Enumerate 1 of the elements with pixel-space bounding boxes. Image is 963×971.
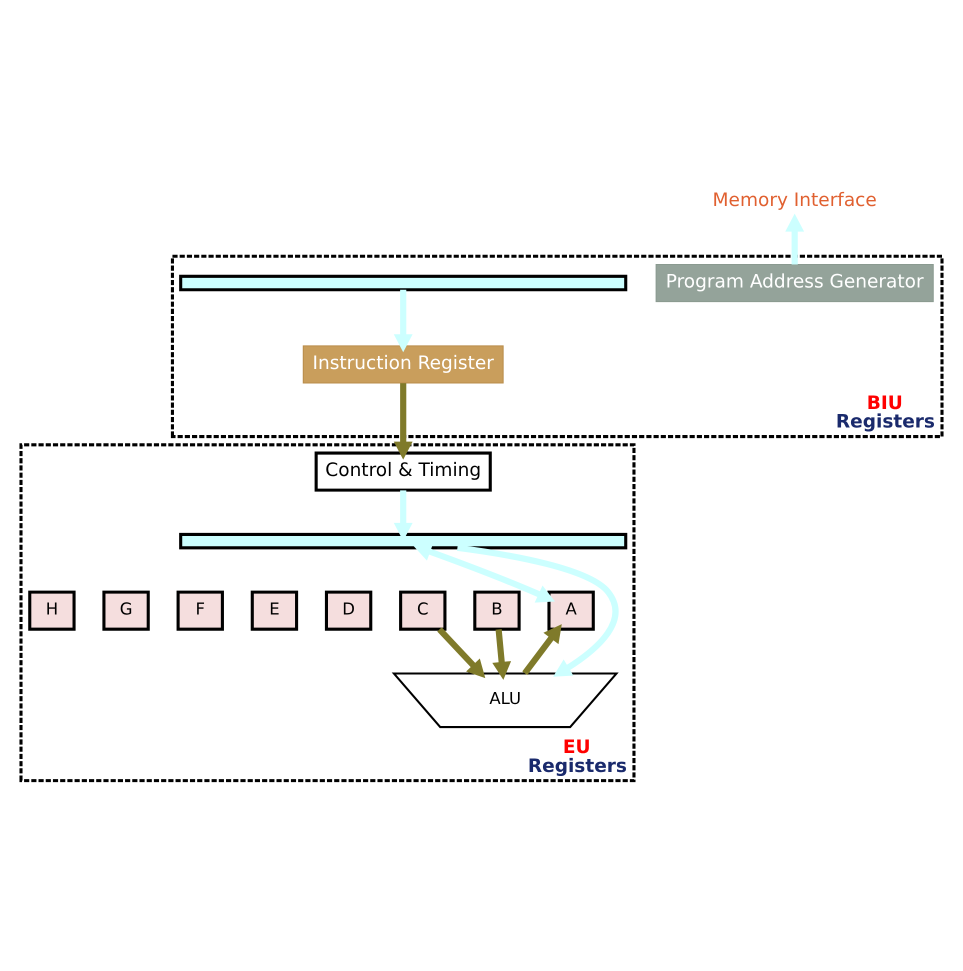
node-text: Memory Interface xyxy=(712,190,877,211)
